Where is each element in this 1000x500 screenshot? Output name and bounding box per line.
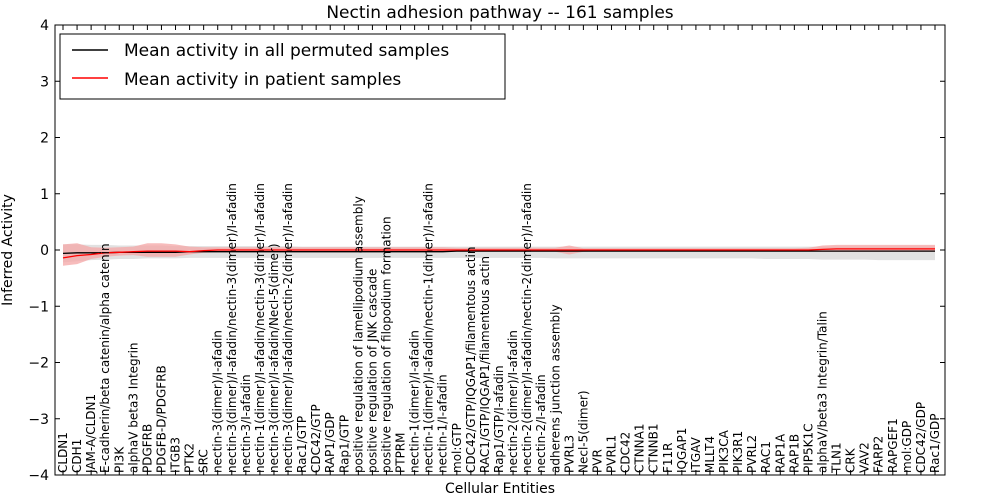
x-category-label: CRK bbox=[844, 447, 858, 473]
x-category-label: mol:GDP bbox=[900, 421, 914, 473]
x-category-label: PVRL1 bbox=[605, 435, 619, 473]
x-axis-title: Cellular Entities bbox=[445, 481, 555, 497]
y-tick-label: −3 bbox=[28, 412, 49, 428]
x-category-label: CDC42 bbox=[619, 432, 633, 473]
plot-area-frame bbox=[54, 24, 946, 476]
x-category-label: nectin-3(dimer)/I-afadin/nectin-2(dimer)… bbox=[281, 183, 295, 473]
series-lines bbox=[62, 248, 935, 259]
x-category-label: PTPRM bbox=[394, 433, 408, 474]
x-category-label: PVRL2 bbox=[745, 435, 759, 473]
x-category-label: TLN1 bbox=[830, 442, 844, 474]
y-axis-title: Inferred Activity bbox=[0, 194, 16, 306]
x-category-label: CDC42/GTP/IQGAP1/filamentous actin bbox=[464, 247, 478, 473]
y-tick-label: −4 bbox=[28, 468, 49, 484]
y-tick-label: 3 bbox=[40, 74, 49, 90]
x-category-label: Rap1/GTP bbox=[337, 415, 351, 473]
x-category-label: nectin-1(dimer)/I-afadin bbox=[408, 330, 422, 473]
x-category-label: nectin-1(dimer)/I-afadin/nectin-1(dimer)… bbox=[422, 183, 436, 473]
x-category-label: nectin-1/I-afadin bbox=[436, 374, 450, 473]
x-category-label: RAC1/GTP/IQGAP1/filamentous actin bbox=[478, 256, 492, 473]
x-category-label: nectin-3(dimer)/I-afadin bbox=[211, 330, 225, 473]
x-category-label: E-cadherin/beta catenin/alpha catenin bbox=[98, 243, 112, 473]
chart-title: Nectin adhesion pathway -- 161 samples bbox=[326, 3, 673, 23]
x-category-label: PIK3CA bbox=[717, 429, 731, 473]
legend: Mean activity in all permuted samples Me… bbox=[59, 33, 506, 100]
y-tick-label: −2 bbox=[28, 356, 49, 372]
x-category-label: JAM-A/CLDN1 bbox=[84, 394, 98, 474]
line-permuted-mean bbox=[62, 250, 935, 255]
x-category-label: CDH1 bbox=[70, 439, 84, 473]
x-category-label: PDGFB-D/PDGFRB bbox=[155, 365, 169, 473]
x-category-label: nectin-2(dimer)/I-afadin/nectin-2(dimer)… bbox=[520, 183, 534, 473]
x-category-label: CTNNA1 bbox=[633, 423, 647, 473]
x-category-label: nectin-3/I-afadin bbox=[239, 374, 253, 473]
x-category-label: positive regulation of JNK cascade bbox=[365, 269, 379, 473]
x-category-label: ITGAV bbox=[689, 436, 703, 473]
x-category-label: VAV2 bbox=[858, 442, 872, 473]
x-category-label: RAP1B bbox=[787, 434, 801, 473]
line-patient-mean bbox=[62, 248, 935, 259]
x-category-label: ITGB3 bbox=[169, 437, 183, 473]
x-category-label: SRC bbox=[197, 449, 211, 473]
x-category-label: nectin-2(dimer)/I-afadin bbox=[506, 330, 520, 473]
legend-label-patient: Mean activity in patient samples bbox=[124, 70, 401, 90]
x-category-label: mol:GTP bbox=[450, 423, 464, 473]
y-tick-label: 4 bbox=[40, 18, 49, 34]
x-category-label: Rap1/GTP/I-afadin bbox=[492, 365, 506, 473]
x-category-label: nectin-3(dimer)/I-afadin/Necl-5(dimer) bbox=[267, 243, 281, 473]
x-category-label: nectin-3(dimer)/I-afadin/nectin-3(dimer)… bbox=[225, 183, 239, 473]
x-category-label: Necl-5(dimer) bbox=[576, 390, 590, 473]
confidence-bands bbox=[63, 243, 935, 266]
x-category-label: CTNNB1 bbox=[647, 423, 661, 473]
x-category-label: PIP5K1C bbox=[801, 423, 815, 473]
x-category-label: Rac1/GTP bbox=[295, 416, 309, 473]
x-category-label: nectin-1(dimer)/I-afadin/nectin-3(dimer)… bbox=[253, 183, 267, 473]
y-tick-label: 1 bbox=[40, 187, 49, 203]
x-category-label: alphaV/beta3 Integrin/Talin bbox=[816, 311, 830, 473]
x-category-label: RAPGEF1 bbox=[886, 418, 900, 473]
x-category-label: MLLT4 bbox=[703, 436, 717, 473]
y-tick-label: 0 bbox=[40, 243, 49, 259]
x-category-label: PVR bbox=[591, 449, 605, 473]
x-category-label: Rac1/GDP bbox=[928, 414, 942, 473]
y-axis-ticks: −4 −3 −2 −1 0 1 2 3 4 bbox=[28, 18, 945, 484]
x-category-label: F11R bbox=[661, 442, 675, 473]
legend-label-permuted: Mean activity in all permuted samples bbox=[124, 41, 449, 61]
x-category-label: adherens junction assembly bbox=[548, 304, 562, 473]
x-category-label: positive regulation of lamellipodium ass… bbox=[351, 196, 365, 473]
x-category-label: PDGFRB bbox=[140, 424, 154, 473]
x-category-label: positive regulation of filopodium format… bbox=[380, 216, 394, 473]
x-category-label: RAC1 bbox=[759, 441, 773, 473]
x-category-label: PVRL3 bbox=[562, 435, 576, 473]
x-category-label: CDC42/GDP bbox=[914, 402, 928, 473]
x-category-label: IQGAP1 bbox=[675, 428, 689, 473]
x-category-label: RAP1/GDP bbox=[323, 412, 337, 473]
x-category-label: nectin-2/I-afadin bbox=[534, 374, 548, 473]
y-tick-label: −1 bbox=[28, 299, 49, 315]
x-category-label: PTK2 bbox=[183, 443, 197, 473]
x-category-label: CLDN1 bbox=[56, 432, 70, 473]
legend-box bbox=[59, 33, 506, 100]
x-category-label: PIK3R1 bbox=[731, 431, 745, 473]
band-patient bbox=[63, 243, 935, 266]
x-category-label: FARP2 bbox=[872, 436, 886, 473]
y-tick-label: 2 bbox=[40, 131, 49, 147]
x-category-label: alphaV beta3 Integrin bbox=[126, 342, 140, 473]
x-category-label: PI3K bbox=[112, 446, 126, 473]
x-category-label: CDC42/GTP bbox=[309, 404, 323, 473]
x-category-label: RAP1A bbox=[773, 433, 787, 473]
